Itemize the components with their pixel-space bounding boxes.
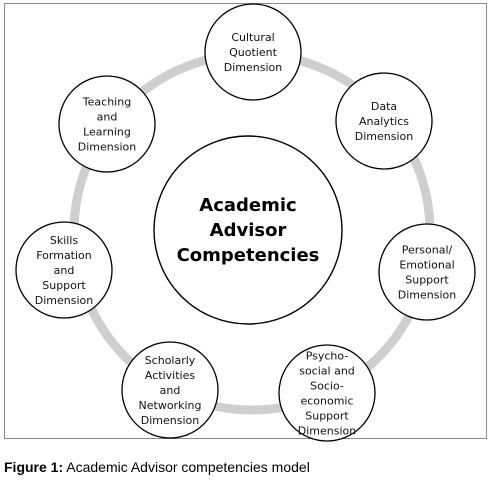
dimension-label-line: Support: [405, 274, 449, 287]
center-label-line: Academic: [199, 195, 296, 216]
dimension-circle: [15, 221, 113, 319]
dimension-label-line: social and: [299, 365, 355, 378]
dimension-label-line: Dimension: [141, 414, 199, 427]
dimension-label-line: Data: [371, 100, 397, 113]
dimension-circle: [204, 3, 302, 101]
dimension-label-line: Teaching: [82, 96, 131, 109]
dimension-label-line: Scholarly: [145, 354, 196, 367]
dimension-label-line: and: [54, 264, 75, 277]
dimension-label-line: Cultural: [231, 31, 274, 44]
dimension-label-line: economic: [300, 395, 353, 408]
dimension-label-line: Dimension: [224, 61, 282, 74]
dimension-label-line: and: [160, 384, 181, 397]
dimension-circle: [58, 75, 156, 173]
dimension-label-line: Dimension: [298, 425, 356, 438]
dimension-label-line: Formation: [36, 249, 92, 262]
dimension-label-line: Dimension: [355, 130, 413, 143]
dimension-label-line: Dimension: [398, 289, 456, 302]
dimension-label-line: Dimension: [35, 294, 93, 307]
figure-caption: Figure 1: Academic Advisor competencies …: [4, 459, 310, 475]
dimension-label-line: and: [97, 111, 118, 124]
dimension-label-line: Dimension: [78, 141, 136, 154]
center-label-line: Advisor: [210, 220, 287, 241]
dimension-circle: [121, 341, 219, 439]
dimension-label-line: Skills: [50, 234, 79, 247]
dimension-label-line: Learning: [83, 126, 131, 139]
dimension-label-line: Quotient: [229, 46, 277, 59]
dimension-circle: [278, 344, 376, 442]
dimension-label-line: Emotional: [399, 259, 454, 272]
dimension-label-line: Analytics: [359, 115, 409, 128]
dimension-label-line: Psycho-: [306, 350, 349, 363]
center-circle: [153, 135, 343, 325]
dimension-label-line: Personal/: [402, 244, 453, 257]
dimension-circle: [378, 223, 476, 321]
caption-label: Figure 1:: [4, 459, 64, 475]
dimension-label-line: Socio-: [310, 380, 344, 393]
dimension-label-line: Support: [42, 279, 86, 292]
center-label-line: Competencies: [177, 245, 320, 266]
dimension-label-line: Support: [305, 410, 349, 423]
caption-text: Academic Advisor competencies model: [63, 459, 310, 475]
dimension-label-line: Activities: [145, 369, 195, 382]
dimension-label-line: Networking: [139, 399, 202, 412]
dimension-node-psychosocial-socioeconomic-support: Psycho-social andSocio-economicSupportDi…: [278, 344, 376, 442]
dimension-circle: [335, 72, 433, 170]
